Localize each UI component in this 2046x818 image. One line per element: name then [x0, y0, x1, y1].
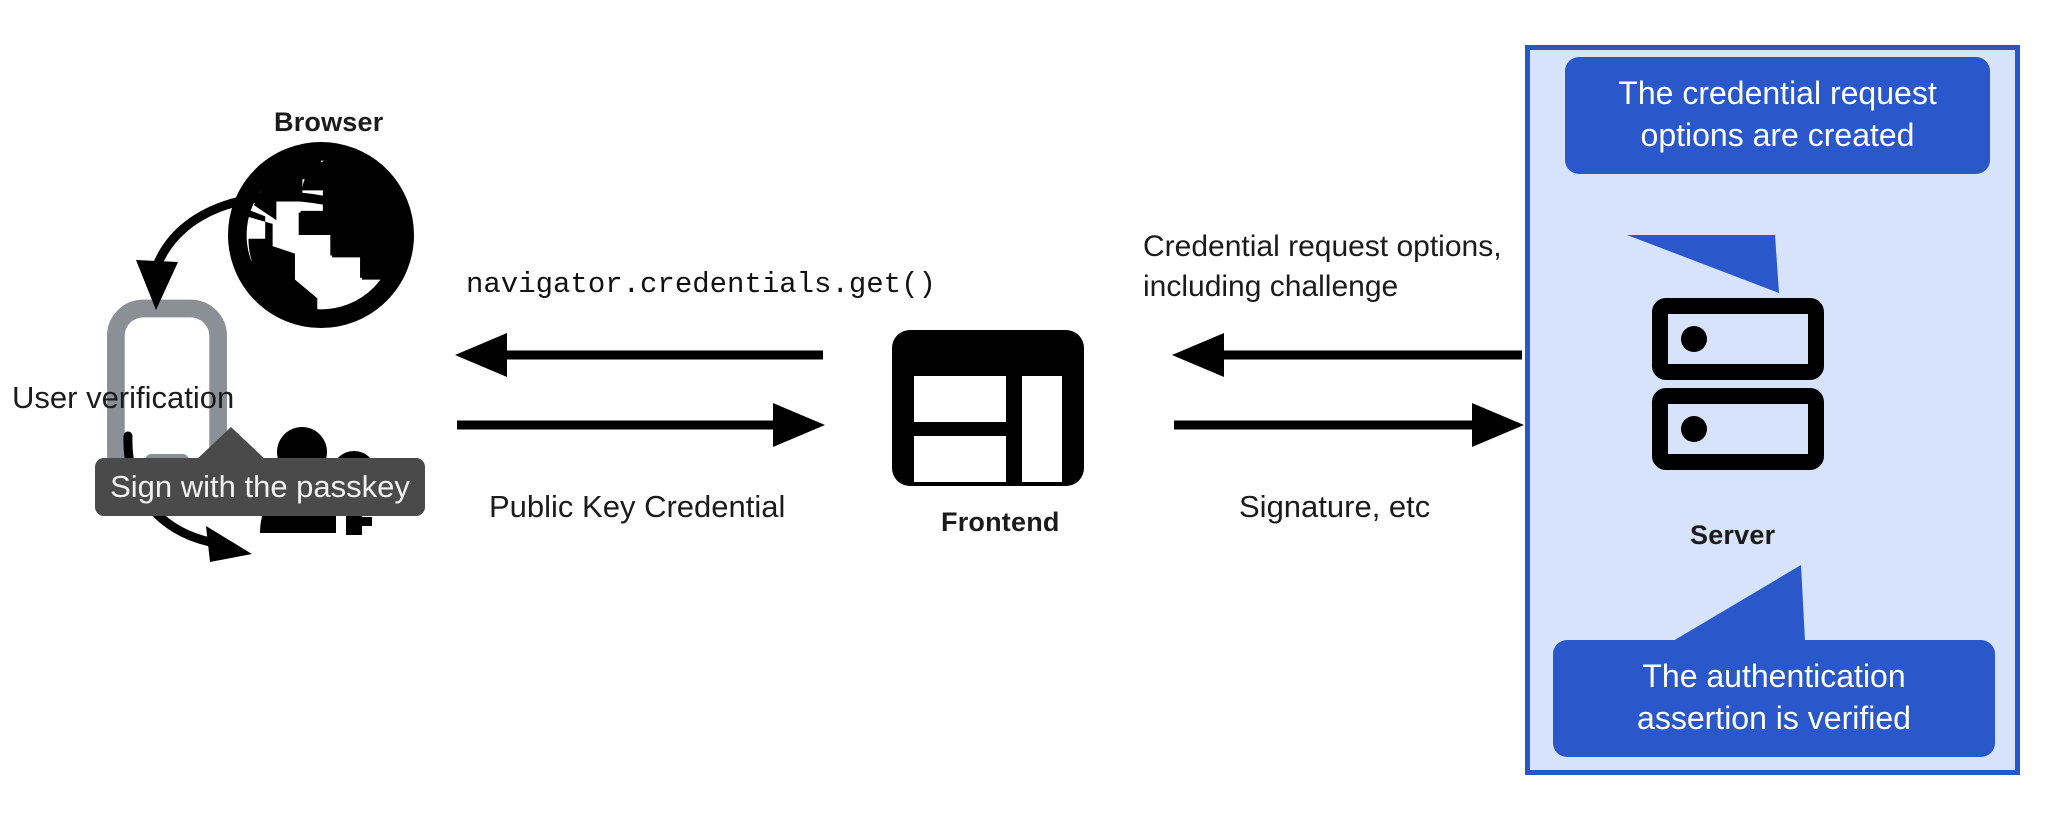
server-to-frontend-arrow [1172, 330, 1524, 380]
server-callout-bottom: The authentication assertion is verified [1553, 640, 1995, 758]
server-callout-top-line1: The credential request [1618, 75, 1937, 111]
server-label: Server [1690, 520, 1776, 550]
server-callout-bottom-line2: assertion is verified [1637, 699, 1911, 736]
globe-icon [228, 142, 414, 328]
server-callout-bottom-tail [1605, 565, 1835, 643]
navigator-credentials-get-label: navigator.credentials.get() [466, 268, 936, 301]
browser-label: Browser [274, 107, 384, 137]
user-verification-label: User verification [12, 380, 235, 415]
server-rack-icon [1652, 298, 1824, 470]
credential-request-options-label-line2: including challenge [1143, 270, 1399, 303]
server-callout-top: The credential request options are creat… [1565, 57, 1990, 175]
frontend-to-browser-arrow [455, 330, 825, 380]
browser-to-frontend-arrow [455, 400, 825, 450]
server-callout-top-line2: options are created [1640, 116, 1915, 153]
public-key-credential-label: Public Key Credential [489, 489, 786, 524]
passkey-tooltip-text: Sign with the passkey [110, 469, 410, 504]
browser-window-icon [890, 328, 1086, 488]
passkey-tooltip: Sign with the passkey [95, 458, 425, 516]
browser-to-phone-arrow [100, 182, 330, 362]
signature-etc-label: Signature, etc [1239, 489, 1431, 524]
server-callout-top-tail [1565, 235, 1795, 295]
server-callout-bottom-line1: The authentication [1642, 658, 1906, 694]
credential-request-options-label-line1: Credential request options, [1143, 230, 1502, 263]
frontend-to-server-arrow [1172, 400, 1524, 450]
frontend-label: Frontend [941, 507, 1060, 537]
passkey-tooltip-tail [195, 427, 267, 461]
